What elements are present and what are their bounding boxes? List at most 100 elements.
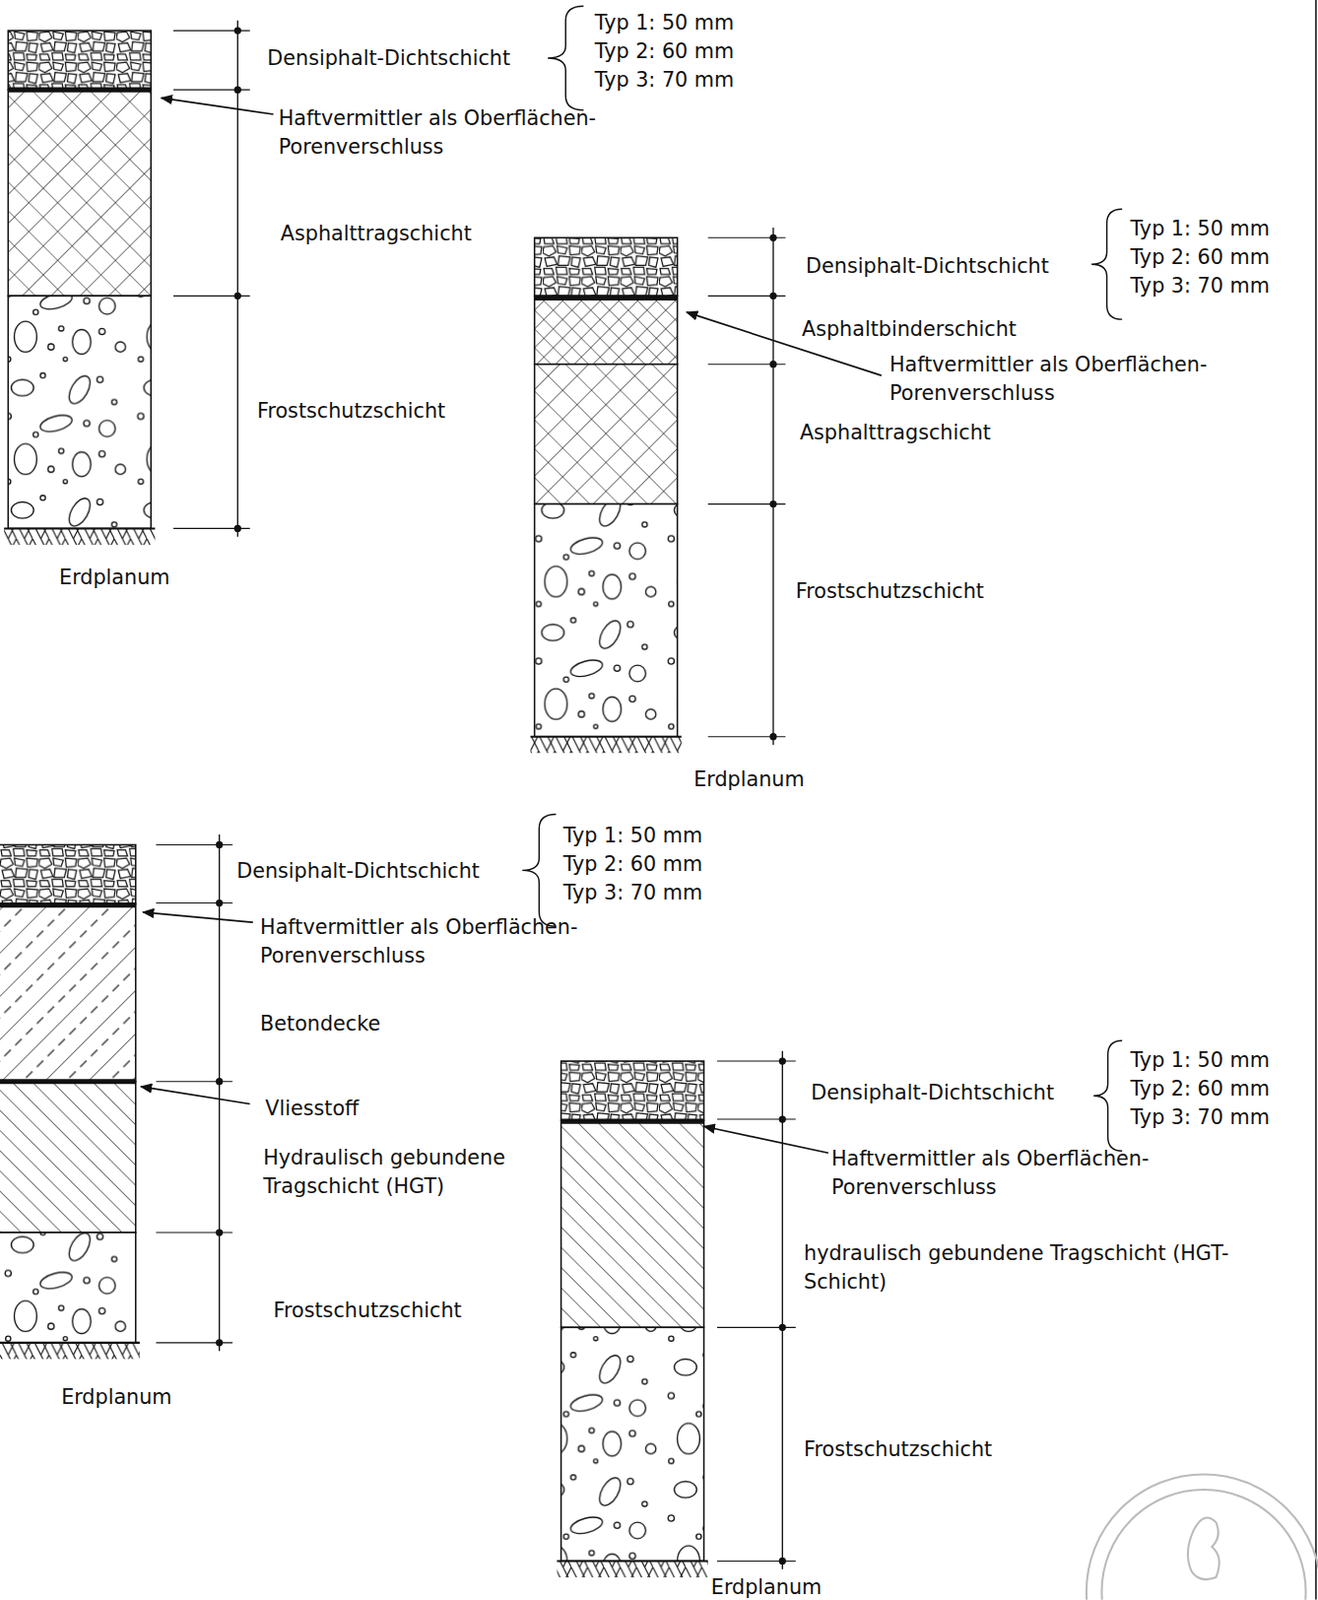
subgrade-line: [530, 735, 682, 738]
layer-band: [0, 904, 136, 1082]
label-position: Typ 3: 70 mm: [594, 65, 734, 94]
label-position: Frostschutzschicht: [257, 395, 446, 425]
callout-label: Haftvermittler als Oberflächen-Porenvers…: [831, 1143, 1199, 1201]
layer-band: [561, 1060, 705, 1121]
membrane-line: [7, 87, 151, 93]
layer-band: [0, 1232, 136, 1343]
label-position: Asphalttragschicht: [799, 418, 991, 448]
dimension-dot: [234, 525, 242, 532]
frame-line: [1315, 0, 1318, 1600]
label-position: Typ 3: 70 mm: [1129, 270, 1269, 300]
label-position: Asphalttragschicht: [280, 219, 472, 249]
curly-brace: [522, 813, 556, 926]
layer-label: Densiphalt-Dichtschicht: [805, 251, 1050, 280]
layer-label: Frostschutzschicht: [803, 1434, 992, 1463]
label-position: Betondecke: [260, 1008, 381, 1038]
subgrade-line: [0, 1341, 140, 1344]
callout-label: Haftvermittler als Oberflächen-Porenvers…: [889, 349, 1257, 407]
layer-band: [534, 364, 678, 505]
dimension-line: [218, 834, 220, 1351]
dimension-dot: [769, 732, 777, 740]
label-position: Typ 1: 50 mm: [563, 821, 703, 851]
dimension-dot: [769, 292, 777, 300]
thickness-label: Typ 1: 50 mm: [1129, 1045, 1269, 1074]
dimension-dot: [769, 360, 777, 368]
layer-label: Frostschutzschicht: [795, 576, 985, 605]
ground-label: Erdplanum: [61, 1382, 172, 1411]
layer-label: Densiphalt-Dichtschicht: [266, 44, 511, 73]
layer-band: [7, 295, 151, 528]
label-position: Haftvermittler als Oberflächen-Porenvers…: [278, 104, 647, 162]
dimension-dot: [779, 1056, 787, 1064]
thickness-label: Typ 1: 50 mm: [594, 7, 734, 37]
ground-hatch: [530, 736, 682, 754]
subgrade-line: [556, 1559, 708, 1562]
label-position: Erdplanum: [711, 1572, 822, 1600]
dimension-dot: [215, 1077, 223, 1085]
thickness-label: Typ 2: 60 mm: [594, 36, 734, 66]
layer-band: [0, 844, 136, 904]
layer-label: Betondecke: [260, 1008, 381, 1038]
dimension-dot: [779, 1557, 787, 1565]
dimension-dot: [215, 1338, 223, 1346]
dimension-dot: [779, 1115, 787, 1122]
label-position: Typ 2: 60 mm: [1129, 242, 1269, 271]
leader-arrow: [161, 97, 274, 115]
layer-band: [7, 30, 151, 90]
ground-hatch: [556, 1560, 708, 1578]
callout-label: Vliesstoff: [264, 1093, 359, 1122]
label-position: Typ 3: 70 mm: [563, 878, 703, 908]
label-position: Vliesstoff: [264, 1093, 359, 1122]
ground-label: Erdplanum: [711, 1572, 822, 1600]
label-position: Asphaltbinderschicht: [801, 314, 1017, 343]
layer-label: Asphalttragschicht: [799, 418, 991, 448]
seal-stamp: [1086, 1473, 1318, 1599]
thickness-label: Typ 1: 50 mm: [1129, 213, 1269, 243]
thickness-label: Typ 2: 60 mm: [563, 850, 703, 879]
callout-label: Haftvermittler als Oberflächen-Porenvers…: [260, 912, 628, 970]
dimension-line: [772, 227, 774, 745]
label-position: Haftvermittler als Oberflächen-Porenvers…: [889, 349, 1257, 407]
layer-band: [561, 1326, 705, 1561]
label-position: Haftvermittler als Oberflächen-Porenvers…: [260, 912, 628, 970]
thickness-label: Typ 2: 60 mm: [1129, 1073, 1269, 1103]
layer-label: Densiphalt-Dichtschicht: [236, 856, 480, 885]
label-position: hydraulisch gebundene Tragschicht (HGT-S…: [803, 1238, 1253, 1296]
ground-label: Erdplanum: [693, 765, 804, 794]
membrane-line: [534, 295, 678, 301]
layer-label: Frostschutzschicht: [257, 395, 446, 425]
dimension-dot: [215, 1228, 223, 1236]
pavement-column: [556, 1040, 1122, 1578]
membrane-line: [561, 1119, 705, 1124]
subgrade-line: [3, 527, 155, 529]
dimension-dot: [234, 292, 242, 300]
leader-arrow: [140, 1086, 251, 1105]
thickness-label: Typ 3: 70 mm: [1129, 270, 1269, 300]
label-position: Densiphalt-Dichtschicht: [236, 856, 480, 885]
layer-band: [0, 1081, 136, 1233]
dimension-dot: [769, 500, 777, 508]
label-position: Densiphalt-Dichtschicht: [810, 1078, 1055, 1108]
label-position: Frostschutzschicht: [803, 1434, 992, 1463]
dimension-dot: [234, 26, 242, 34]
ground-label: Erdplanum: [59, 563, 170, 593]
layer-band: [534, 295, 678, 364]
dimension-dot: [234, 86, 242, 94]
layer-band: [561, 1120, 705, 1327]
label-position: Densiphalt-Dichtschicht: [266, 44, 511, 73]
curly-brace: [547, 5, 584, 111]
thickness-label: Typ 3: 70 mm: [594, 65, 734, 94]
layer-columns: [0, 5, 1122, 1578]
label-position: Typ 2: 60 mm: [1129, 1073, 1269, 1103]
label-position: Erdplanum: [59, 563, 170, 593]
ground-hatch: [3, 527, 155, 545]
dimension-line: [782, 1051, 784, 1570]
curly-brace: [1093, 1040, 1122, 1151]
thickness-label: Typ 1: 50 mm: [563, 821, 703, 851]
label-position: Frostschutzschicht: [795, 576, 985, 605]
label-position: Typ 1: 50 mm: [594, 7, 734, 37]
thickness-label: Typ 2: 60 mm: [1129, 242, 1269, 271]
layer-label: hydraulisch gebundene Tragschicht (HGT-S…: [803, 1238, 1253, 1296]
layer-label: Asphaltbinderschicht: [801, 314, 1017, 343]
